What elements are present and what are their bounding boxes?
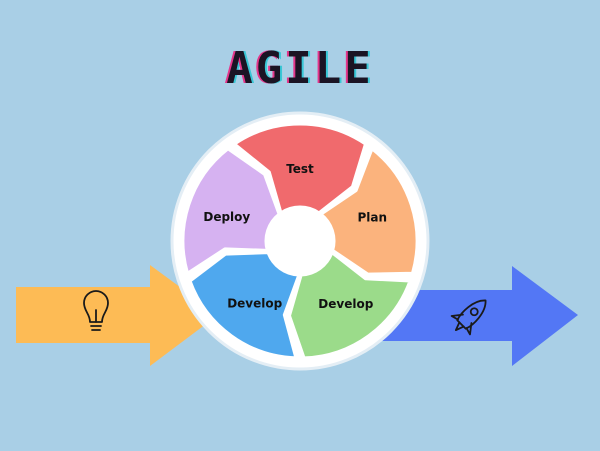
page-title: AGILE: [226, 43, 374, 94]
cycle-label-1: Test: [286, 162, 314, 176]
cycle-segment-4: [188, 251, 301, 360]
cycle-label-4: Develop: [227, 296, 282, 310]
cycle-label-3: Develop: [318, 297, 373, 311]
output-arrow: [380, 266, 578, 366]
cycle-ring-shade: [170, 111, 430, 371]
input-arrow: [16, 265, 218, 366]
cycle-segment-5: [181, 147, 281, 275]
cycle-segments: [181, 122, 419, 360]
cycle-label-5: Deploy: [203, 210, 250, 224]
cycle-segment-2: [319, 147, 419, 276]
cycle-label-2: Plan: [358, 211, 388, 225]
lightbulb-icon: [83, 290, 109, 331]
cycle-segment-3: [287, 251, 412, 360]
cycle-center: [270, 211, 330, 271]
cycle-segment-1: [233, 122, 367, 215]
rocket-icon: [450, 299, 487, 336]
